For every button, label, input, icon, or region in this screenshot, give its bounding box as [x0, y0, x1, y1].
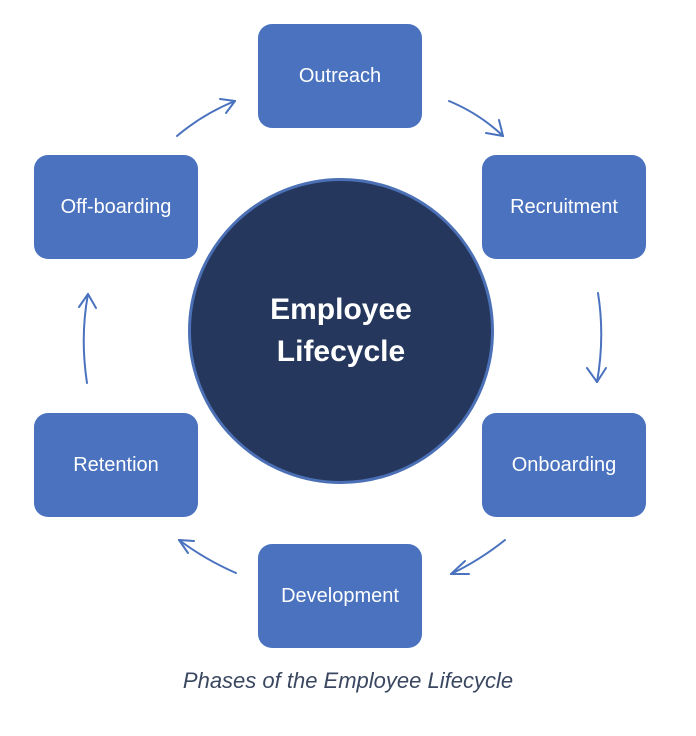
phase-recruitment-label: Recruitment [510, 195, 618, 218]
phase-offboarding-label: Off-boarding [60, 195, 172, 218]
arrow-outreach-to-recruitment [448, 100, 504, 137]
phase-retention: Retention [34, 413, 198, 517]
phase-onboarding-label: Onboarding [511, 453, 617, 476]
phase-recruitment: Recruitment [482, 155, 646, 259]
center-title-line1: Employee [270, 293, 412, 326]
arrow-retention-to-offboarding [78, 293, 97, 384]
phase-offboarding: Off-boarding [34, 155, 198, 259]
center-hub: Employee Lifecycle [188, 178, 494, 484]
arrow-offboarding-to-outreach [176, 98, 236, 137]
arrow-development-to-retention [178, 539, 237, 574]
phase-onboarding: Onboarding [482, 413, 646, 517]
phase-outreach: Outreach [258, 24, 422, 128]
arrow-recruitment-to-onboarding [586, 292, 607, 383]
phase-development-label: Development [281, 584, 399, 607]
phase-development: Development [258, 544, 422, 648]
arrow-onboarding-to-development [450, 539, 506, 575]
phase-retention-label: Retention [73, 453, 159, 476]
center-title-line2: Lifecycle [276, 335, 406, 368]
diagram-caption: Phases of the Employee Lifecycle [182, 668, 514, 693]
phase-outreach-label: Outreach [298, 64, 382, 87]
